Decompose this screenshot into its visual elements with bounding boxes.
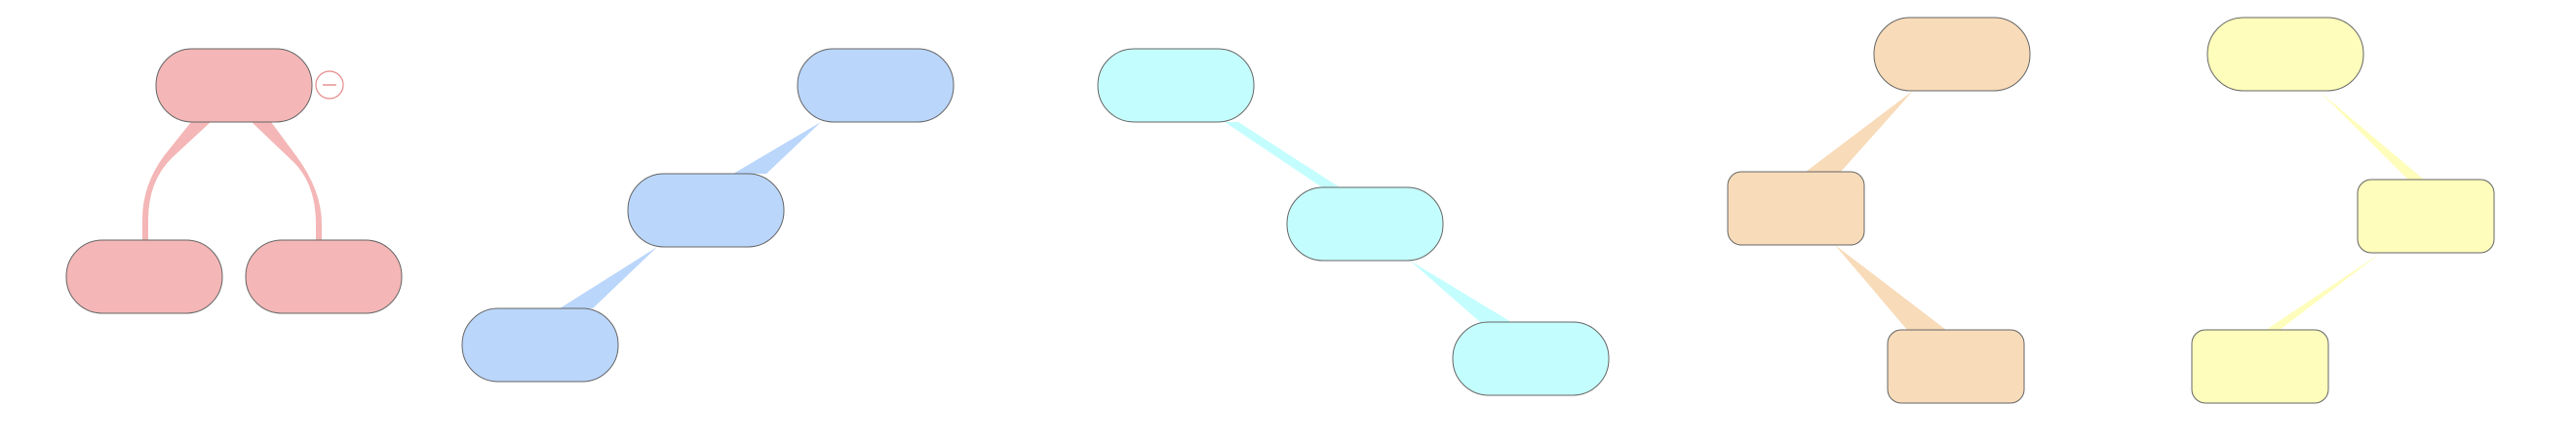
node-b2[interactable] [461, 307, 619, 383]
branch-c1-c2 [1410, 261, 1511, 322]
branch-b1-b2 [560, 247, 657, 308]
node-b0[interactable] [797, 48, 955, 123]
node-shape [1097, 48, 1255, 123]
node-c2[interactable] [1452, 321, 1610, 396]
branch-y1-y2 [2266, 253, 2381, 330]
node-shape [1452, 321, 1610, 396]
node-r0[interactable] [155, 48, 313, 123]
branch-b0-b1 [733, 122, 821, 174]
node-c0[interactable] [1097, 48, 1255, 123]
node-c1[interactable] [1286, 186, 1444, 262]
node-y2[interactable] [2191, 329, 2329, 404]
node-shape [245, 239, 403, 314]
node-o2[interactable] [1887, 329, 2025, 404]
node-y1[interactable] [2357, 179, 2495, 254]
branch-y0-y1 [2319, 91, 2424, 180]
node-shape [461, 307, 619, 383]
node-shape [2357, 179, 2495, 254]
node-y0[interactable] [2206, 17, 2364, 92]
node-o0[interactable] [1873, 17, 2031, 92]
branch-c0-c1 [1225, 122, 1340, 187]
icons-layer [315, 70, 344, 100]
node-shape [797, 48, 955, 123]
node-o1[interactable] [1727, 171, 1865, 246]
node-shape [1887, 329, 2025, 404]
edges-layer [142, 91, 2424, 330]
branch-o1-o2 [1835, 245, 1946, 330]
node-shape [627, 173, 785, 248]
branch-o0-o1 [1806, 91, 1913, 172]
node-r1[interactable] [65, 239, 223, 314]
node-b1[interactable] [627, 173, 785, 248]
node-shape [1286, 186, 1444, 262]
node-r2[interactable] [245, 239, 403, 314]
node-shape [1727, 171, 1865, 246]
collapse-minus-icon[interactable] [315, 70, 344, 100]
node-shape [1873, 17, 2031, 92]
node-shape [155, 48, 313, 123]
node-shape [2191, 329, 2329, 404]
node-shape [65, 239, 223, 314]
branch-r0-r2 [252, 122, 322, 240]
nodes-layer [65, 17, 2495, 404]
branch-r0-r1 [142, 122, 211, 240]
node-shape [2206, 17, 2364, 92]
